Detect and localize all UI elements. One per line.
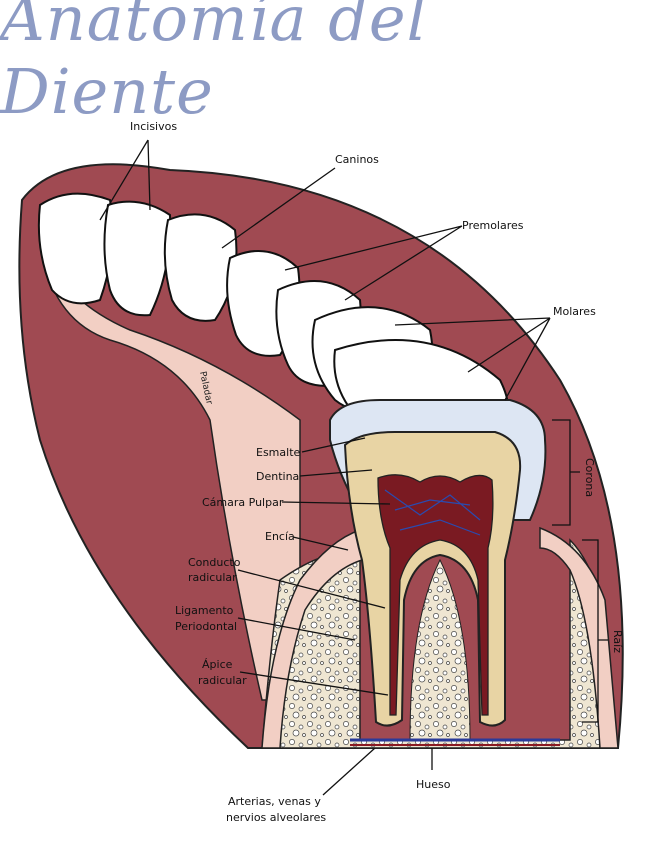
label-corona: Corona: [583, 458, 596, 497]
label-encia: Encía: [265, 530, 295, 543]
label-conducto-2: radicular: [188, 571, 237, 584]
label-conducto-1: Conducto: [188, 556, 241, 569]
label-ligamento-2: Periodontal: [175, 620, 237, 633]
pulp-vessels: [384, 489, 481, 536]
label-hueso: Hueso: [416, 778, 451, 791]
label-ligamento-1: Ligamento: [175, 604, 234, 617]
teeth-row: [37, 192, 509, 435]
corona-bracket: [552, 419, 580, 526]
canine-tooth: [163, 213, 238, 322]
label-incisivos: Incisivos: [130, 120, 177, 133]
bone-interradicular: [409, 558, 471, 741]
gum-outer: [18, 163, 624, 749]
incisor-tooth-2: [103, 200, 172, 317]
label-molares: Molares: [553, 305, 596, 318]
label-arterias-1: Arterias, venas y: [228, 795, 321, 808]
label-esmalte: Esmalte: [256, 446, 301, 459]
label-apice-2: radicular: [198, 674, 247, 687]
page-title: Anatomía del Diente: [0, 0, 428, 128]
raiz-bracket: [582, 539, 608, 723]
label-raiz: Raíz: [611, 630, 624, 653]
pulp-chamber: [377, 474, 494, 716]
label-dentina: Dentina: [256, 470, 299, 483]
incisor-tooth-1: [37, 192, 114, 305]
label-apice-1: Ápice: [202, 658, 233, 671]
label-caninos: Caninos: [335, 153, 379, 166]
leader-lines: [99, 139, 551, 796]
label-premolares: Premolares: [462, 219, 524, 232]
label-arterias-2: nervios alveolares: [226, 811, 326, 824]
label-camara-pulpar: Cámara Pulpar: [202, 496, 284, 509]
